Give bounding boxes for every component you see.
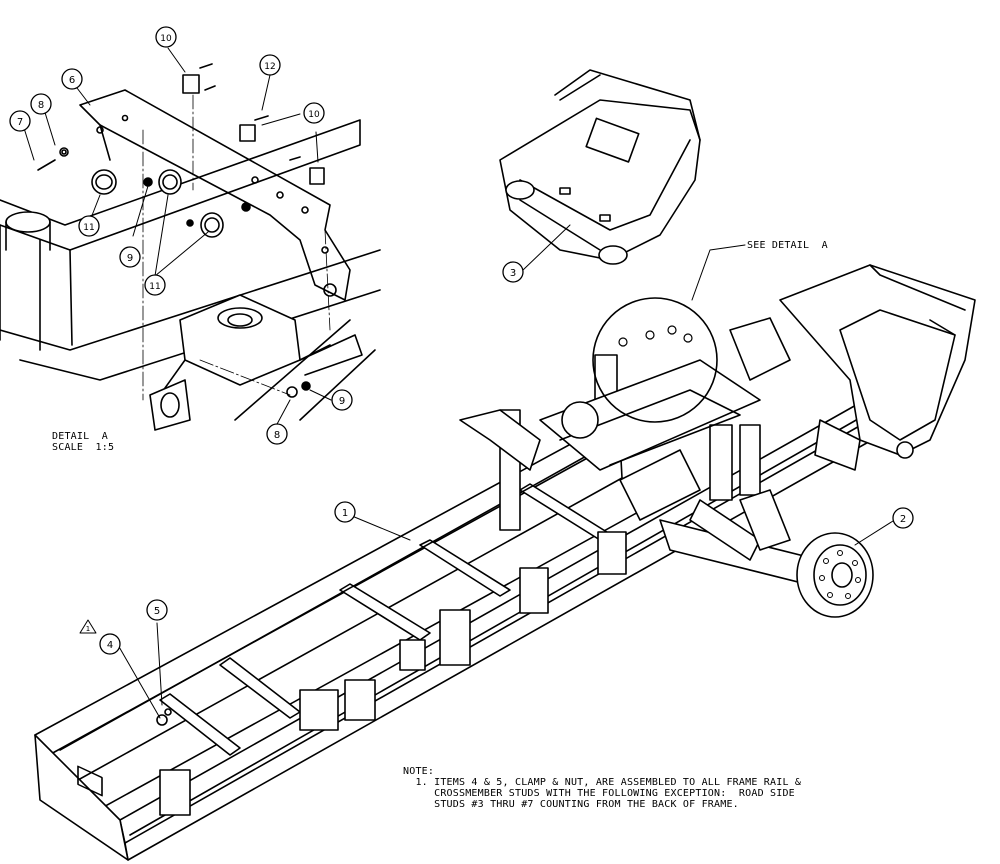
callout-9a: 9 [127,253,133,264]
front-bumper-detail [499,69,701,265]
warning-triangle-icon [79,619,97,634]
note-line-1: 1. ITEMS 4 & 5, CLAMP & NUT, ARE ASSEMBL… [403,777,802,788]
leader-lines [23,47,894,719]
callout-2-circle [892,507,914,529]
callout-9b: 9 [339,396,345,407]
callout-4-circle [99,633,121,655]
note-block: NOTE: 1. ITEMS 4 & 5, CLAMP & NUT, ARE A… [403,766,801,810]
callout-9b-circle [331,389,353,411]
callout-2: 2 [900,514,906,525]
callout-8b-circle [266,423,288,445]
callout-11b-circle [144,274,166,296]
callout-8a: 8 [38,100,44,111]
callout-1: 1 [342,508,348,519]
callout-3-circle [502,261,524,283]
note-heading: NOTE: [403,766,435,777]
note-line-2: CROSSMEMBER STUDS WITH THE FOLLOWING EXC… [403,788,795,799]
callout-11a-circle [78,215,100,237]
detail-a-scale: SCALE 1:5 [52,442,115,453]
callout-10b-circle [303,102,325,124]
callout-6-circle [61,68,83,90]
note-line-3: STUDS #3 THRU #7 COUNTING FROM THE BACK … [403,799,739,810]
callout-9a-circle [119,246,141,268]
detail-a-view [0,63,381,431]
callout-7: 7 [17,117,23,128]
callout-10a-circle [155,26,177,48]
callout-8b: 8 [274,430,280,441]
detail-a-title: DETAIL A [52,431,108,442]
callout-11b: 11 [149,282,160,292]
callout-1-circle [334,501,356,523]
callout-4: 4 [107,640,113,651]
callout-10a: 10 [160,34,172,44]
callout-8a-circle [30,93,52,115]
callout-10b: 10 [308,110,320,120]
warning-number: 1 [86,625,90,633]
callout-12-circle [259,54,281,76]
see-detail-label: SEE DETAIL A [747,240,828,251]
callout-12: 12 [264,62,275,72]
callout-7-circle [9,110,31,132]
callout-6: 6 [69,75,75,86]
callout-3: 3 [510,268,516,279]
callout-5-circle [146,599,168,621]
main-frame [34,264,976,861]
callout-11a: 11 [83,223,94,233]
callout-5: 5 [154,606,160,617]
